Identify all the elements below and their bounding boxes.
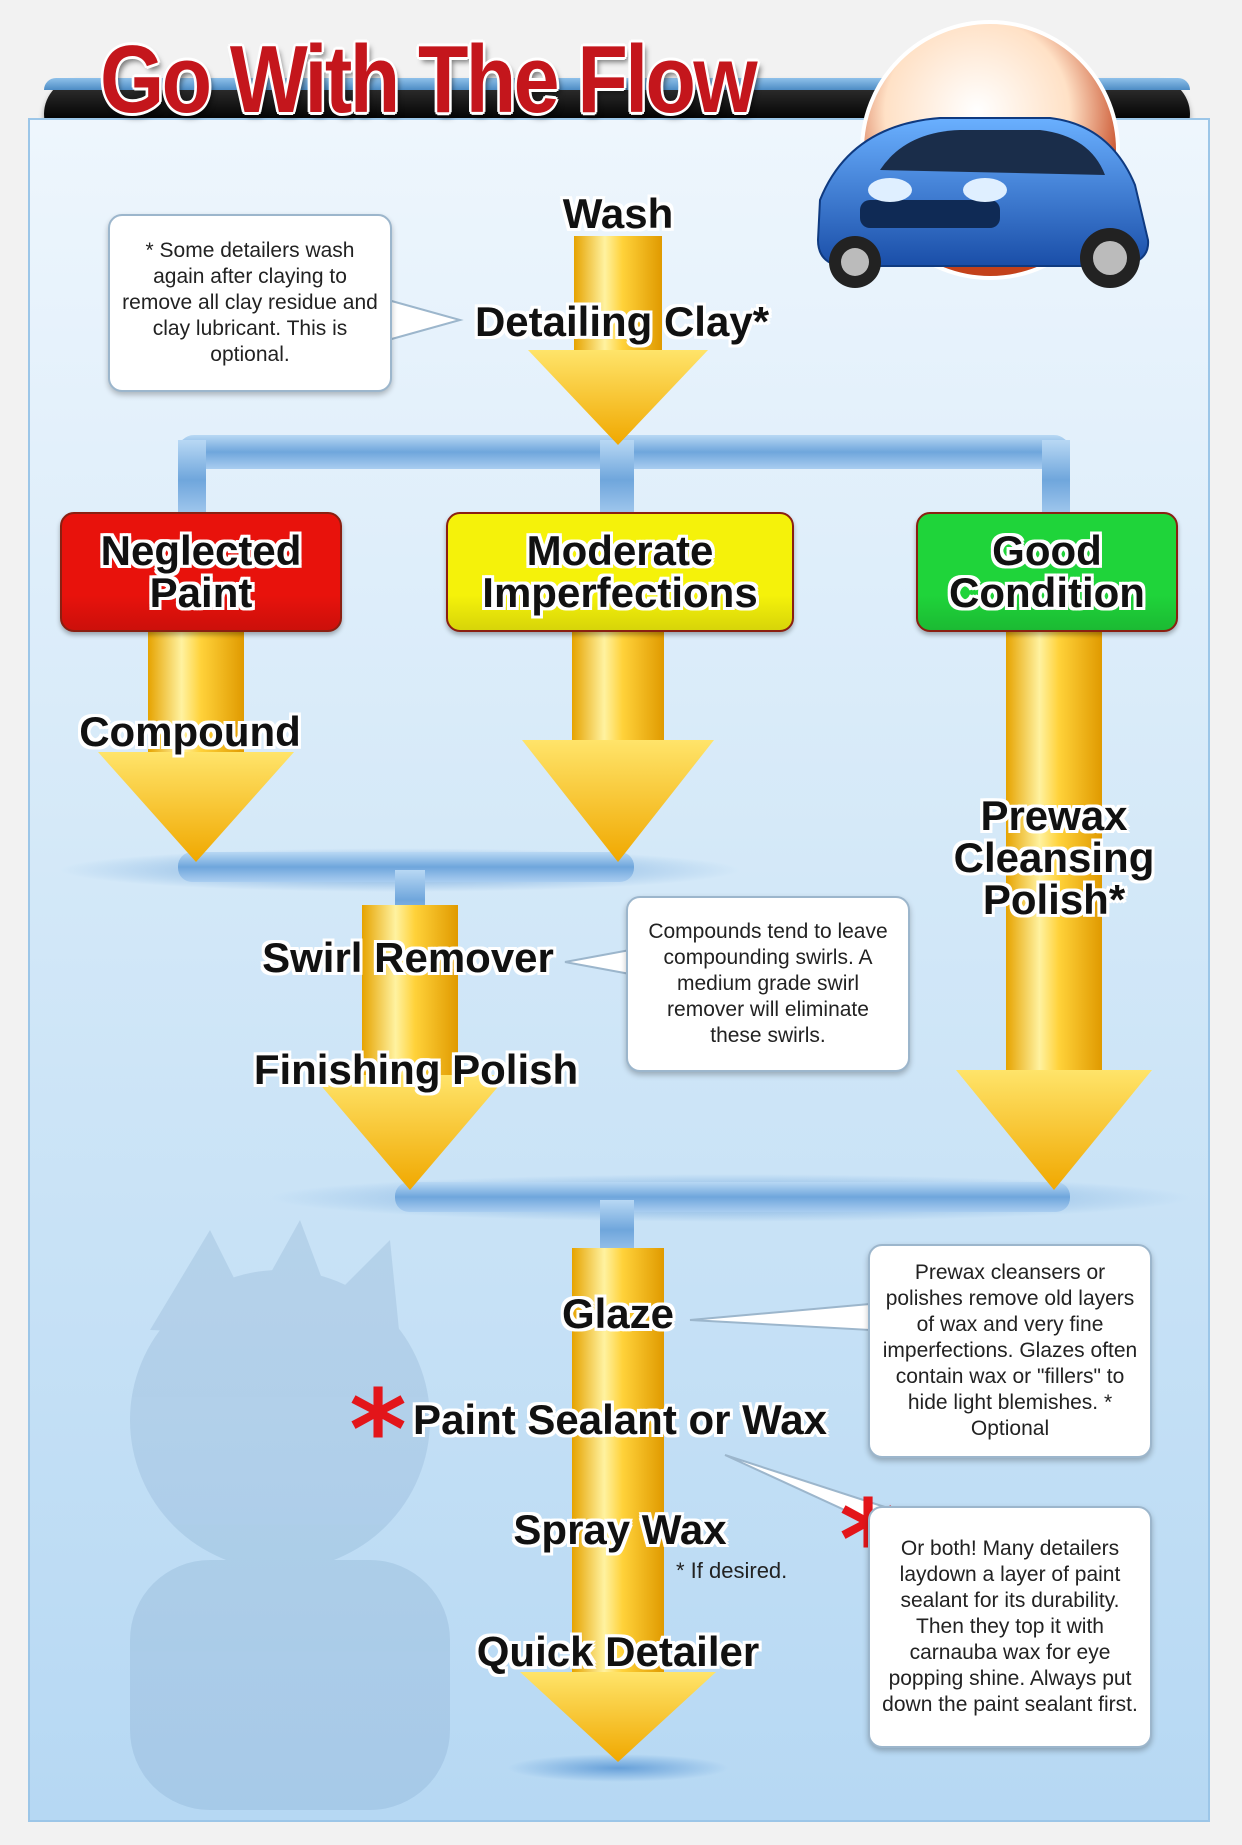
arrow-prewax — [956, 628, 1152, 1190]
arrow-moderate — [522, 628, 714, 862]
branch-connector-top — [178, 435, 1070, 520]
end-pool — [508, 1754, 728, 1782]
callout-both-note: Or both! Many detailers laydown a layer … — [868, 1506, 1152, 1748]
step-prewax-cleansing-polish: Prewax Cleansing Polish* — [953, 792, 1155, 923]
arrow-final-column — [520, 1248, 716, 1762]
condition-moderate-label: Moderate Imperfections — [482, 527, 758, 616]
arrow-wash-to-clay — [528, 236, 708, 445]
callout-tails — [387, 298, 889, 1532]
callout-prewax-text: Prewax cleansers or polishes remove old … — [882, 1261, 1138, 1440]
step-glaze: Glaze — [561, 1290, 675, 1337]
step-spray-wax: Spray Wax — [513, 1506, 727, 1553]
page-title: Go With The Flow — [100, 26, 758, 133]
step-quick-detailer: Quick Detailer — [476, 1628, 760, 1675]
callout-clay-text: * Some detailers wash again after clayin… — [122, 239, 378, 366]
callout-swirl-text: Compounds tend to leave compounding swir… — [648, 920, 888, 1047]
arrow-swirl-finishing — [312, 905, 508, 1190]
step-finishing-polish: Finishing Polish — [253, 1046, 579, 1093]
condition-neglected-label: Neglected Paint — [100, 527, 302, 616]
callout-clay-note: * Some detailers wash again after clayin… — [108, 214, 392, 392]
step-swirl-remover: Swirl Remover — [262, 934, 554, 981]
condition-neglected-paint: Neglected Paint — [60, 512, 342, 632]
step-wash: Wash — [562, 190, 674, 237]
step-compound: Compound — [79, 708, 301, 755]
condition-moderate-imperfections: Moderate Imperfections — [446, 512, 794, 632]
condition-good-label: Good Condition — [949, 527, 1145, 616]
step-paint-sealant-or-wax: Paint Sealant or Wax — [413, 1396, 827, 1443]
callout-swirl-note: Compounds tend to leave compounding swir… — [626, 896, 910, 1072]
cartoon-mascot-watermark-icon — [130, 1220, 450, 1810]
red-asterisk-sealant: * — [349, 1366, 407, 1494]
callout-both-text: Or both! Many detailers laydown a layer … — [882, 1537, 1138, 1716]
step-detailing-clay: Detailing Clay* — [474, 298, 770, 345]
callout-prewax-note: Prewax cleansers or polishes remove old … — [868, 1244, 1152, 1458]
condition-good: Good Condition — [916, 512, 1178, 632]
if-desired-note: * If desired. — [676, 1558, 788, 1583]
merge-connector-middle — [60, 848, 740, 930]
arrow-compound — [98, 628, 294, 862]
merge-connector-bottom — [270, 1174, 1190, 1260]
